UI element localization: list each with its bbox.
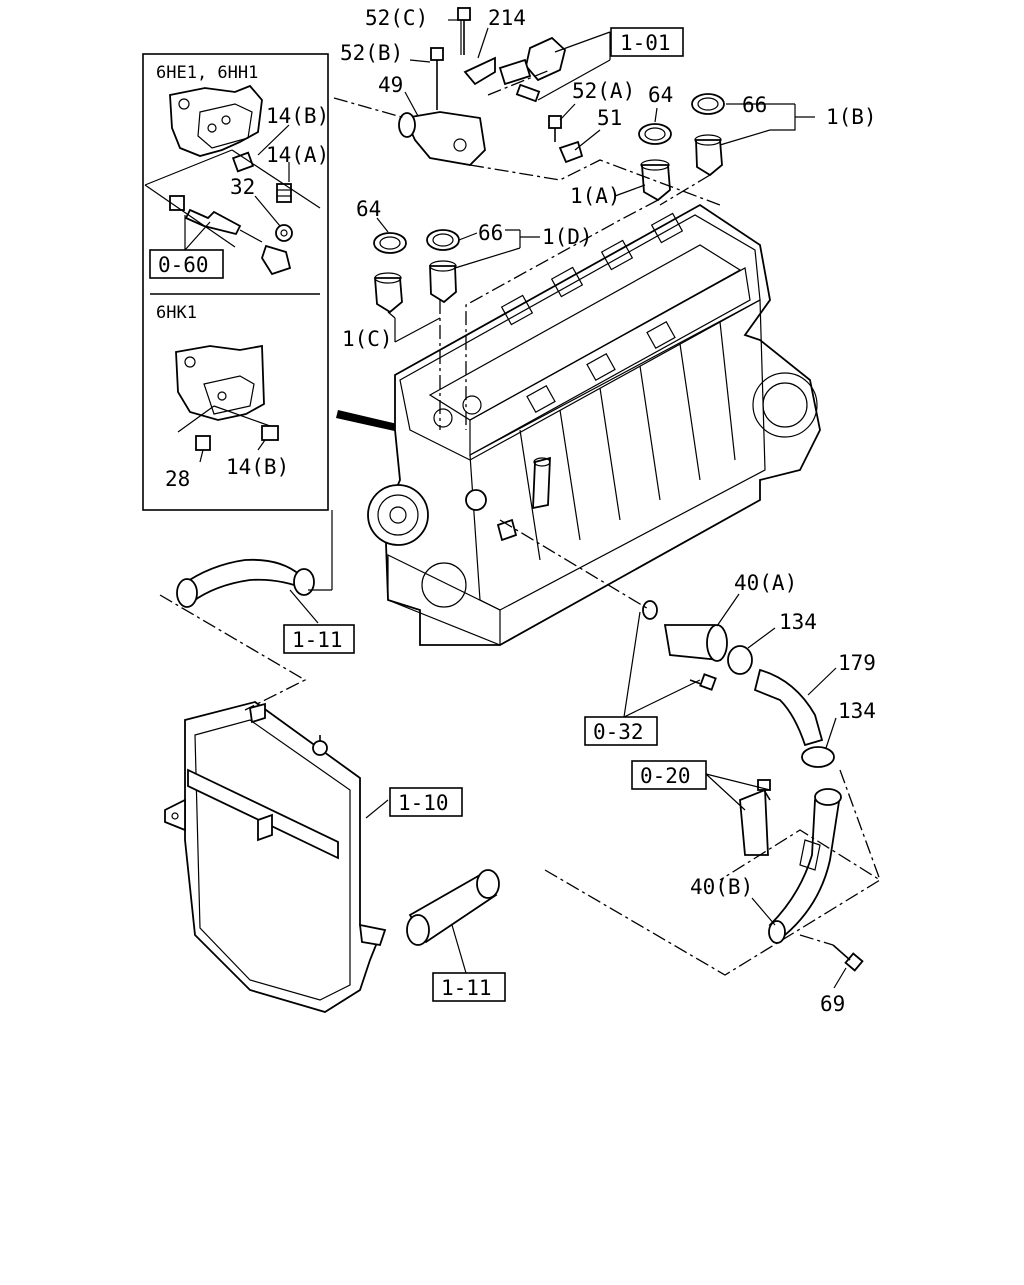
thermostat-housing-group: [373, 7, 725, 314]
label-14b-top: 14(B): [266, 104, 329, 128]
bolt-69-icon: [844, 952, 864, 972]
label-1a: 1(A): [570, 184, 621, 208]
label-14b-bottom: 14(B): [226, 455, 289, 479]
inset-engine-block-top: [169, 84, 263, 157]
bolt-52a-icon: [548, 115, 562, 129]
ref-1-11-bottom: 1-11: [441, 976, 492, 1000]
ref-box-0-20: [631, 760, 707, 790]
label-1b: 1(B): [826, 105, 877, 129]
radiator-1-10: [164, 701, 387, 1013]
inset-panel: 6HE1, 6HH1 6HK1: [142, 53, 329, 511]
clip-51-icon: [558, 140, 584, 164]
label-52a: 52(A): [572, 79, 635, 103]
ref-0-32: 0-32: [593, 720, 644, 744]
label-214: 214: [488, 6, 526, 30]
thermostat-1d-icon: [429, 265, 457, 304]
sensor-1-01-icon: [525, 36, 567, 82]
label-28: 28: [165, 467, 190, 491]
ref-1-01: 1-01: [620, 31, 671, 55]
hose-179-icon: [753, 668, 824, 747]
plug-28-icon: [195, 435, 211, 451]
bracket-214-icon: [463, 56, 496, 86]
label-51: 51: [597, 106, 622, 130]
ref-0-20: 0-20: [640, 764, 691, 788]
inset-title-6hk1: 6HK1: [156, 303, 197, 323]
upper-hose-1-11: [176, 558, 315, 608]
label-66-mid: 66: [478, 221, 503, 245]
label-64-mid: 64: [356, 197, 381, 221]
bolt-52c-icon: [457, 7, 471, 21]
ref-1-11-top: 1-11: [292, 628, 343, 652]
ref-0-60: 0-60: [158, 253, 209, 277]
lower-hose-1-11: [406, 869, 500, 946]
water-pipe-40b: [768, 788, 842, 944]
label-1c: 1(C): [342, 327, 393, 351]
leader-lines: [184, 19, 847, 989]
label-134-bottom: 134: [838, 699, 876, 723]
clamp-134-top-icon: [727, 645, 753, 675]
label-40b: 40(B): [690, 875, 753, 899]
ref-1-10: 1-10: [398, 791, 449, 815]
water-outlet-49-icon: [403, 111, 486, 166]
ring-66-mid-icon: [426, 229, 460, 251]
label-69: 69: [820, 992, 845, 1016]
temperature-sensor-icon: [169, 195, 293, 276]
bolt-52b-icon: [430, 47, 444, 61]
ref-box-1-11-top: [283, 624, 355, 654]
ref-box-1-10: [389, 787, 463, 817]
part-labels: 52(C) 214 52(B) 49 52(A) 64 66 1(B) 51 1…: [165, 6, 877, 1016]
label-14a: 14(A): [266, 143, 329, 167]
ref-box-1-11-bottom: [432, 972, 506, 1002]
thermostat-1a-icon: [641, 164, 671, 202]
thermostat-1c-icon: [374, 277, 403, 314]
bracket-0-20-icon: [739, 788, 769, 856]
gasket-64-top-icon: [638, 123, 672, 145]
ring-66-top-icon: [691, 93, 725, 115]
inset-engine-block-bottom: [175, 344, 265, 421]
plug-14b-lower-icon: [261, 425, 279, 441]
ref-box-0-32: [584, 716, 658, 746]
inset-title-6he1-6hh1: 6HE1, 6HH1: [156, 63, 258, 83]
plug-14a-icon: [276, 183, 292, 203]
assembly-dash-lines: [159, 69, 882, 976]
label-66-top: 66: [742, 93, 767, 117]
o-ring-icon: [642, 600, 658, 620]
gasket-64-mid-icon: [373, 232, 407, 254]
engine-block: [367, 203, 821, 646]
ref-box-1-01: [610, 27, 684, 57]
ref-box-0-60: [149, 249, 224, 279]
label-179: 179: [838, 651, 876, 675]
label-49: 49: [378, 73, 403, 97]
label-134-top: 134: [779, 610, 817, 634]
label-32: 32: [230, 175, 255, 199]
clamp-134-bottom-icon: [801, 746, 835, 768]
label-40a: 40(A): [734, 571, 797, 595]
label-52c: 52(C): [365, 6, 428, 30]
water-pipe-40a: [642, 600, 728, 691]
thermostat-1b-icon: [695, 139, 723, 177]
label-52b: 52(B): [340, 41, 403, 65]
label-64-top: 64: [648, 83, 673, 107]
label-1d: 1(D): [542, 225, 593, 249]
reference-boxes: 1-01 0-60 1-11 0-32 0-20 1-10 1-11: [149, 27, 707, 1002]
